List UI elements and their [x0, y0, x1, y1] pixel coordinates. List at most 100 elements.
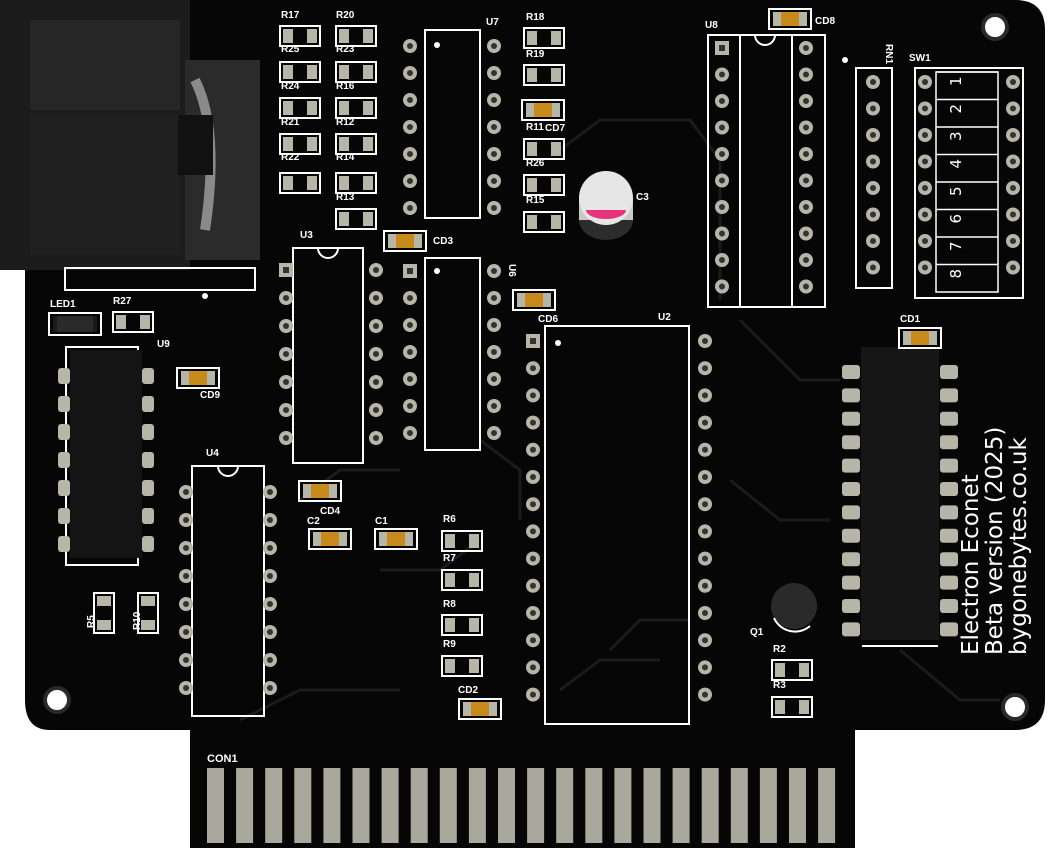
- capacitor-body: [903, 331, 937, 345]
- ic-pin-hole: [491, 322, 497, 328]
- ic-pin-hole: [373, 407, 379, 413]
- resistor-pad: [527, 142, 537, 156]
- resistor-outline: [441, 569, 483, 591]
- r17-label: R17: [281, 10, 300, 21]
- r13-label: R13: [336, 192, 355, 203]
- ic-pin-hole: [530, 419, 536, 426]
- switch-pin-hole: [922, 238, 928, 244]
- resistor-r12: R12: [335, 117, 377, 155]
- resistor-pad: [283, 101, 293, 115]
- ic-pin-hole: [803, 257, 809, 263]
- r7-label: R7: [443, 553, 456, 564]
- ic-pin-hole: [719, 45, 725, 51]
- switch-pin-hole: [922, 264, 928, 271]
- resistor-pad: [307, 29, 317, 43]
- resistor-outline: [523, 211, 565, 233]
- resistor-outline: [441, 614, 483, 636]
- ic-pin-hole: [530, 582, 536, 589]
- capacitor-cd7: CD7: [521, 99, 565, 134]
- r25-label: R25: [281, 44, 300, 55]
- resistor-r18: R18: [523, 12, 565, 49]
- connector-finger: [527, 768, 545, 843]
- r27-label: R27: [113, 296, 132, 307]
- u3-label: U3: [300, 230, 313, 241]
- ic-pin-hole: [407, 70, 413, 76]
- ic-pin-hole: [407, 376, 413, 382]
- capacitor-outline: [458, 698, 502, 720]
- r16-label: R16: [336, 81, 355, 92]
- capacitor-cd1: CD1: [898, 314, 942, 349]
- capacitor-outline: [176, 367, 220, 389]
- connector-finger: [294, 768, 312, 843]
- ic-pin-hole: [283, 267, 289, 273]
- ic-pin-hole: [702, 474, 708, 480]
- ic-pin-hole: [530, 392, 536, 399]
- resistor-pad: [527, 31, 537, 45]
- ic-pin-hole: [407, 205, 413, 211]
- r6-label: R6: [443, 514, 456, 525]
- ic-pin-hole: [267, 685, 273, 691]
- connector-finger: [439, 768, 457, 843]
- switch-position-label: 1: [947, 76, 965, 86]
- ic-pin-hole: [530, 474, 536, 480]
- resistor-pad: [363, 137, 373, 151]
- resistor-r3: R3: [771, 680, 813, 718]
- ic-pin: [842, 622, 860, 637]
- resistor-pad: [363, 65, 373, 79]
- r9-label: R9: [443, 639, 456, 650]
- capacitor-pad: [388, 234, 396, 248]
- resistor-pad: [339, 65, 349, 79]
- r20-label: R20: [336, 10, 355, 21]
- resistor-outline: [335, 25, 377, 47]
- switch-pin-hole: [922, 158, 928, 165]
- resistor-pad: [775, 663, 785, 677]
- resistor-r24: R24: [279, 81, 321, 119]
- resistor-pad: [551, 215, 561, 229]
- title-line-3: bygonebytes.co.uk: [1006, 437, 1032, 655]
- r10-label: R10: [132, 611, 143, 630]
- resistor-outline: [279, 172, 321, 194]
- title-line-1: Electron Econet: [958, 474, 984, 655]
- resistor-pad: [283, 137, 293, 151]
- ic-pin-hole: [183, 545, 189, 551]
- capacitor-c2: C2: [307, 516, 352, 550]
- resistor-outline: [335, 208, 377, 230]
- capacitor-pad: [463, 702, 471, 716]
- ic-pin: [142, 396, 154, 412]
- switch-pin-hole: [1010, 132, 1016, 138]
- ic-pin-hole: [530, 501, 536, 508]
- resistor-pad: [527, 68, 537, 82]
- ic-pin: [58, 368, 70, 384]
- u2-label: U2: [658, 312, 671, 323]
- switch-position-label: 4: [947, 159, 965, 169]
- resistor-pad: [363, 212, 373, 226]
- ic-pin: [940, 388, 958, 403]
- ic-pin-hole: [183, 601, 189, 607]
- resistor-r6: R6: [441, 514, 483, 552]
- ic-pin: [940, 528, 958, 543]
- ic-pin: [58, 452, 70, 468]
- capacitor-cd2: CD2: [458, 685, 502, 720]
- ic-pin-hole: [803, 177, 809, 184]
- ic-pin-hole: [267, 601, 273, 607]
- capacitor-pad: [489, 702, 497, 716]
- resistor-pad: [445, 618, 455, 632]
- ic-pin: [142, 508, 154, 524]
- ic-pin-hole: [803, 151, 809, 157]
- ic-pin-hole: [283, 379, 289, 385]
- resistor-pad: [363, 176, 373, 190]
- resistor-pad: [445, 659, 455, 673]
- resistor-outline: [441, 655, 483, 677]
- ic-pin: [940, 599, 958, 613]
- connector-finger: [730, 768, 748, 843]
- ic-pin-hole: [803, 230, 809, 237]
- ic-pin-hole: [530, 528, 536, 535]
- connector-finger: [352, 768, 370, 843]
- switch-pin-hole: [1010, 105, 1016, 112]
- resistor-outline: [279, 97, 321, 119]
- ic-pin-hole: [267, 489, 273, 495]
- resistor-pad: [339, 212, 349, 226]
- c3-label: C3: [636, 192, 649, 203]
- ic-pin-hole: [702, 664, 708, 671]
- resistor-pad: [307, 101, 317, 115]
